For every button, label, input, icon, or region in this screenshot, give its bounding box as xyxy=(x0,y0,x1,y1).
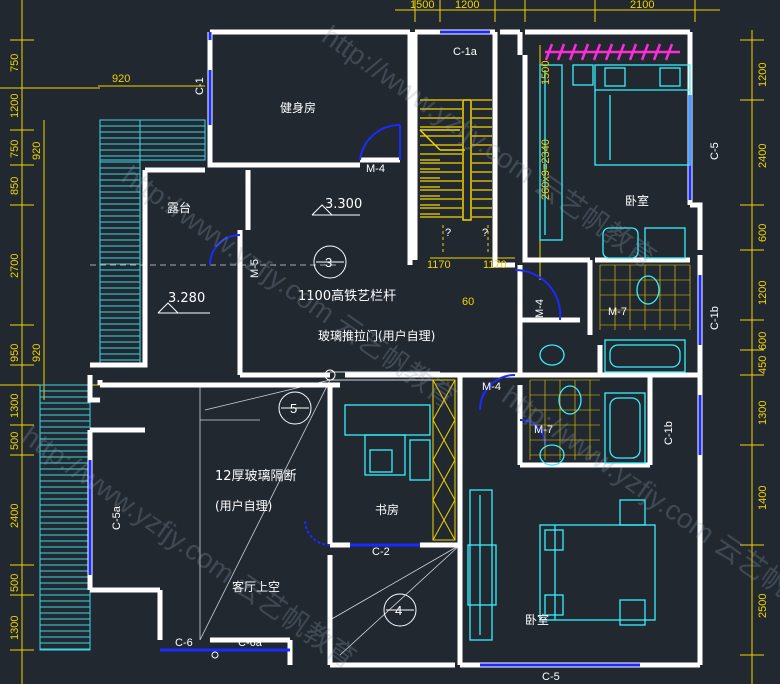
right-dimension-lines xyxy=(740,30,764,684)
drawn-line xyxy=(544,43,554,61)
dim-right-6: 450 xyxy=(757,356,769,374)
grid-circle-5: 5 xyxy=(290,401,297,416)
door-tag-m7-top: M-7 xyxy=(608,306,627,318)
drawn-line xyxy=(580,43,590,61)
dim-left-10: 2400 xyxy=(9,504,21,528)
dim-top-1: 1500 xyxy=(410,0,434,11)
drawn-line xyxy=(592,43,602,61)
glass-partition-note: 12厚玻璃隔断 xyxy=(215,469,297,484)
dimension-labels-left: 750 1200 750 850 2700 950 920 1300 500 2… xyxy=(9,54,43,640)
dim-left-5: 2700 xyxy=(9,254,21,278)
dim-left-1: 750 xyxy=(9,54,21,72)
dim-right-7: 1300 xyxy=(757,401,769,425)
watermark: http://www.yzfjy.com 云艺帆教育 http://www.yz… xyxy=(17,20,780,674)
window-tag-c1a: C-1a xyxy=(453,46,478,58)
drawn-line xyxy=(616,43,626,61)
door-tag-m7-bottom: M-7 xyxy=(534,424,553,436)
stair-landing: 60 xyxy=(462,296,474,308)
dim-left-9: 500 xyxy=(9,432,21,450)
room-label-bedroom-top: 卧室 xyxy=(625,193,649,208)
door-tag-m5: M-5 xyxy=(249,259,261,278)
grid-circle-4: 4 xyxy=(395,603,402,618)
dim-left-inner: 920 xyxy=(31,142,43,160)
window-tag-c5-bottom: C-5 xyxy=(542,671,560,683)
level-main: 3.300 xyxy=(325,197,362,212)
hatch-lines xyxy=(40,125,205,650)
dim-right-4: 1200 xyxy=(757,281,769,305)
window-tag-c1b-bottom: C-1b xyxy=(663,421,675,445)
dimension-labels-right: 1200 2400 600 1200 600 450 1300 1400 250… xyxy=(757,63,769,618)
railing xyxy=(432,379,456,541)
door-tag-m4-gym: M-4 xyxy=(366,163,385,175)
drawn-line xyxy=(628,43,638,61)
closet xyxy=(544,43,680,61)
window-tag-c5-right: C-5 xyxy=(709,142,721,160)
window-tag-c2: C-2 xyxy=(372,546,390,558)
dim-left-6: 950 xyxy=(9,344,21,362)
stair-width-right: 1170 xyxy=(483,259,507,271)
window-tag-c1: C-1 xyxy=(194,77,206,95)
stair-mark-2: ? xyxy=(482,227,488,239)
dim-left-7: 920 xyxy=(31,344,43,362)
staircase xyxy=(419,99,492,255)
dim-right-1: 1200 xyxy=(757,63,769,87)
sliding-door-note: 玻璃推拉门(用户自理) xyxy=(318,328,435,343)
drawn-line xyxy=(604,43,614,61)
room-label-study: 书房 xyxy=(375,502,399,517)
dim-right-5: 600 xyxy=(757,332,769,350)
dim-right-2: 2400 xyxy=(757,144,769,168)
drawn-line xyxy=(664,43,674,61)
stair-mark-1: ? xyxy=(445,227,451,239)
level-markers xyxy=(157,204,360,314)
labels: 健身房 露台 卧室 卧室 书房 客厅上空 1100高铁艺栏杆 玻璃推拉门(用户自… xyxy=(111,46,721,683)
bath-tiles xyxy=(529,264,691,460)
room-label-void: 客厅上空 xyxy=(232,579,280,594)
glass-partition-subnote: (用户自理) xyxy=(215,498,272,513)
drawn-line xyxy=(556,43,566,61)
furniture xyxy=(344,64,691,641)
dim-left-12: 1300 xyxy=(9,616,21,640)
drawn-line xyxy=(568,43,578,61)
window-tag-c6a: C-6a xyxy=(238,637,263,649)
level-terrace: 3.280 xyxy=(168,291,205,306)
stair-formula: 260x9=2340 xyxy=(540,139,552,200)
door-tag-m4-bath: M-4 xyxy=(534,299,546,318)
dim-top-3: 2100 xyxy=(630,0,654,11)
dim-left-3: 750 xyxy=(9,140,21,158)
window-tag-c5a: C-5a xyxy=(111,505,123,530)
room-label-terrace: 露台 xyxy=(167,200,191,215)
watermark-text-3: http://www.yzfjy.com 云艺帆教育 xyxy=(497,380,780,634)
room-label-gym: 健身房 xyxy=(280,100,316,115)
railing-note: 1100高铁艺栏杆 xyxy=(298,288,396,304)
grid-circle-3: 3 xyxy=(325,255,332,270)
walls xyxy=(87,29,703,668)
stair-width-left: 1170 xyxy=(427,259,451,271)
dim-top-right: 1500 xyxy=(540,61,552,85)
drawn-line xyxy=(652,43,662,61)
dim-left-11: 500 xyxy=(9,574,21,592)
dim-right-8: 1400 xyxy=(757,486,769,510)
dim-right-3: 600 xyxy=(757,224,769,242)
left-dimension-lines xyxy=(0,0,100,684)
window-tag-c6: C-6 xyxy=(175,637,193,649)
dim-left-4: 850 xyxy=(9,177,21,195)
window-tag-c1b-top: C-1b xyxy=(709,306,721,330)
dimension-labels-top: 1500 1200 2100 920 1500 xyxy=(112,0,654,85)
grid-circles xyxy=(211,245,417,659)
dim-left-8: 1300 xyxy=(9,394,21,418)
room-label-bedroom-bottom: 卧室 xyxy=(525,612,549,627)
dim-top-2: 1200 xyxy=(455,0,479,11)
dim-right-9: 2500 xyxy=(757,594,769,618)
dim-left-2: 1200 xyxy=(9,94,21,118)
door-tag-m4-bath-lower: M-4 xyxy=(482,381,501,393)
dim-top-4: 920 xyxy=(112,73,130,85)
drawn-line xyxy=(640,43,650,61)
door-swings xyxy=(209,123,562,546)
